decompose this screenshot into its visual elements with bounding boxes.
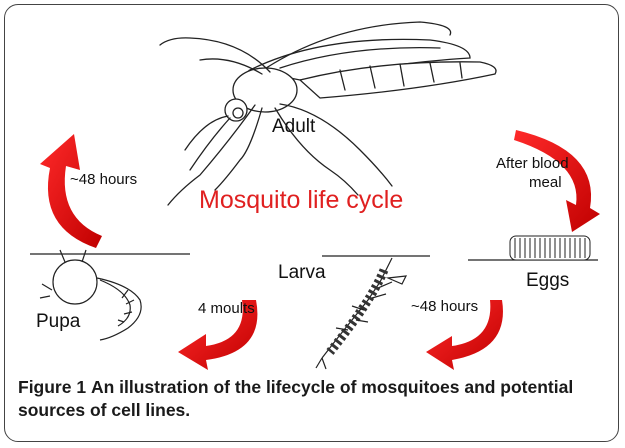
transition-label-after-blood-meal: After blood meal xyxy=(496,154,569,192)
stage-label-larva: Larva xyxy=(278,262,326,284)
transition-label-eggs-to-larva: ~48 hours xyxy=(411,298,478,315)
figure-caption: Figure 1 An illustration of the lifecycl… xyxy=(18,376,608,422)
stage-label-adult: Adult xyxy=(272,116,315,138)
arrow-pupa-to-adult xyxy=(40,134,102,248)
diagram-title: Mosquito life cycle xyxy=(199,186,403,215)
eggs-illustration xyxy=(468,236,598,260)
transition-label-line: After blood xyxy=(496,154,569,173)
transition-label-pupa-to-adult: ~48 hours xyxy=(70,171,137,188)
adult-mosquito-illustration xyxy=(160,22,496,205)
stage-label-pupa: Pupa xyxy=(36,311,80,333)
stage-label-eggs: Eggs xyxy=(526,270,569,292)
caption-text: An illustration of the lifecycle of mosq… xyxy=(18,377,573,420)
transition-label-larva-to-pupa: 4 moults xyxy=(198,300,255,317)
transition-label-line: meal xyxy=(496,173,569,192)
caption-label: Figure 1 xyxy=(18,377,86,397)
